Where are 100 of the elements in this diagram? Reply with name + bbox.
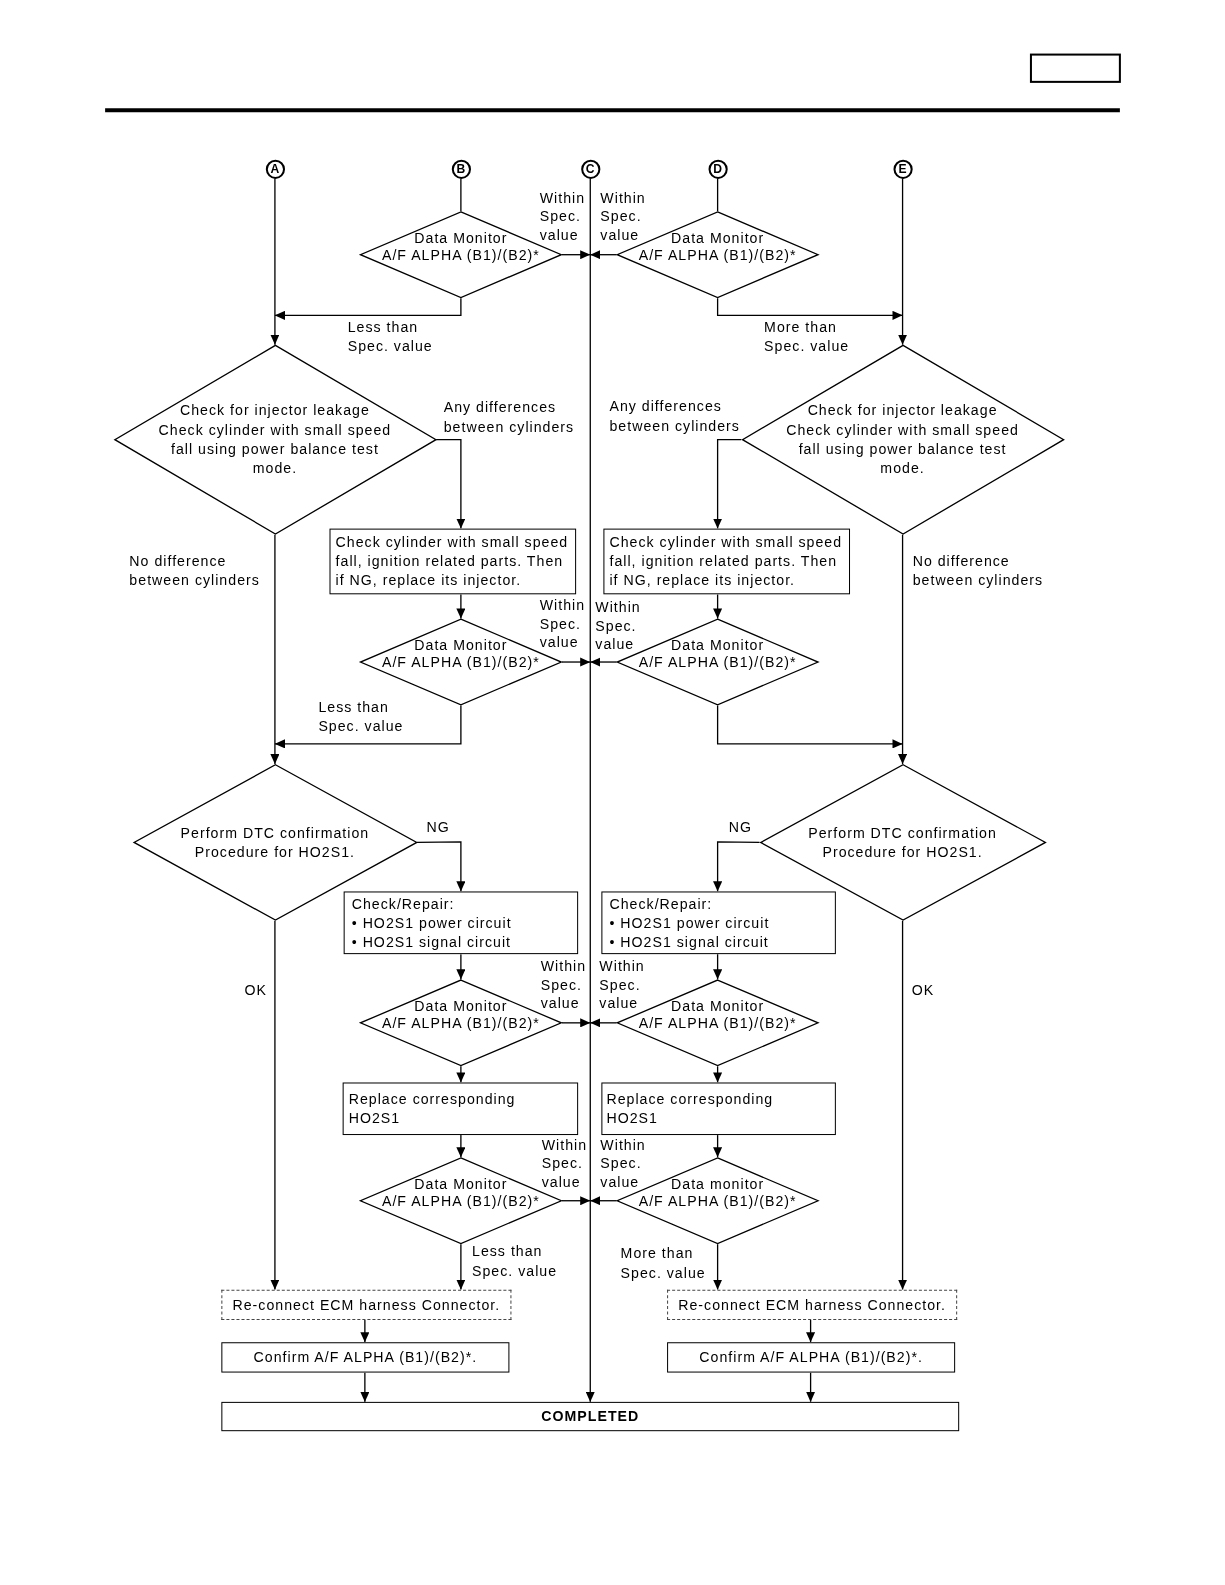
arrow bbox=[561, 657, 591, 667]
arrow bbox=[713, 953, 723, 981]
edge-label: Within Spec. value bbox=[600, 1136, 647, 1191]
step-text: Replace corresponding HO2S1 bbox=[348, 1089, 517, 1128]
page-connector: E bbox=[893, 159, 913, 179]
decision-text: A/F ALPHA (B1)/(B2)* bbox=[381, 653, 540, 672]
end-text: COMPLETED bbox=[540, 1406, 641, 1427]
arrow bbox=[561, 250, 591, 260]
edge-label: Within Spec. value bbox=[539, 189, 587, 244]
decision-text: Data Monitor bbox=[671, 636, 765, 654]
decision-text: Data Monitor bbox=[671, 229, 765, 247]
arrow bbox=[589, 250, 618, 260]
step-text: • HO2S1 signal circuit bbox=[609, 932, 770, 952]
edge-label: Any differences between cylinders bbox=[443, 398, 576, 437]
arrow bbox=[270, 920, 280, 1291]
process-box bbox=[667, 1289, 958, 1320]
step-text: Confirm A/F ALPHA (B1)/(B2)*. bbox=[698, 1347, 924, 1367]
edge-label: Within Spec. value bbox=[541, 1136, 589, 1191]
edge-label: No difference between cylinders bbox=[912, 551, 1045, 591]
arrow bbox=[456, 1243, 466, 1291]
step-text: • HO2S1 power circuit bbox=[351, 913, 513, 933]
process-box bbox=[221, 1342, 510, 1373]
arrow bbox=[713, 593, 723, 620]
arrow bbox=[561, 1196, 591, 1206]
arrow bbox=[589, 1196, 618, 1206]
step-text: Re-connect ECM harness Connector. bbox=[231, 1295, 502, 1315]
connector-line bbox=[460, 177, 462, 212]
arrow bbox=[898, 177, 908, 346]
arrow bbox=[360, 1319, 370, 1343]
page-connector: D bbox=[708, 159, 728, 179]
arrow bbox=[270, 534, 280, 765]
step-text: Confirm A/F ALPHA (B1)/(B2)*. bbox=[252, 1347, 479, 1367]
arrow bbox=[716, 297, 904, 320]
process-box bbox=[221, 1289, 512, 1320]
process-box bbox=[342, 1082, 579, 1136]
arrow bbox=[585, 177, 595, 1403]
decision-text: A/F ALPHA (B1)/(B2)* bbox=[638, 653, 797, 672]
edge-label: OK bbox=[911, 980, 935, 1000]
step-text: Check/Repair: bbox=[351, 894, 456, 914]
decision-text: A/F ALPHA (B1)/(B2)* bbox=[638, 246, 797, 264]
decision-text: A/F ALPHA (B1)/(B2)* bbox=[381, 246, 540, 264]
process-box bbox=[343, 891, 579, 955]
decision-text: Perform DTC confirmation Procedure for HO2S1. bbox=[807, 823, 998, 862]
step-text: Check/Repair: bbox=[609, 894, 714, 914]
arrow bbox=[716, 704, 904, 749]
arrow bbox=[274, 704, 462, 749]
decision-text: Data Monitor bbox=[671, 997, 765, 1015]
arrow bbox=[274, 297, 462, 320]
end-box bbox=[221, 1401, 960, 1432]
arrow bbox=[360, 1371, 370, 1403]
step-text: Check cylinder with small speed fall, ignition related parts. Then if NG, replace its injector. bbox=[609, 532, 844, 591]
edge-label: Within Spec. value bbox=[539, 596, 587, 651]
edge-label: Within Spec. value bbox=[599, 957, 646, 1012]
decision-text: Data Monitor bbox=[414, 636, 508, 654]
edge-label: Less than Spec. value bbox=[472, 1242, 559, 1281]
decision-text: Data Monitor bbox=[414, 229, 508, 247]
arrow bbox=[270, 177, 280, 346]
arrow bbox=[456, 1134, 466, 1158]
arrow bbox=[713, 841, 761, 893]
edge-label: More than Spec. value bbox=[620, 1244, 707, 1283]
arrow bbox=[589, 657, 618, 667]
edge-label: Any differences between cylinders bbox=[609, 397, 741, 436]
arrow bbox=[898, 920, 908, 1291]
connector-line bbox=[716, 177, 719, 212]
decision-text: Perform DTC confirmation Procedure for HO2S1. bbox=[179, 823, 371, 862]
decision-text: Data Monitor bbox=[414, 997, 508, 1015]
decision-text: Data Monitor bbox=[414, 1175, 508, 1193]
decision-text: A/F ALPHA (B1)/(B2)* bbox=[638, 1192, 797, 1210]
arrow bbox=[561, 1018, 591, 1028]
arrow bbox=[589, 1018, 618, 1028]
edge-label: Within Spec. value bbox=[540, 957, 588, 1012]
page-connector: A bbox=[265, 159, 285, 179]
arrow bbox=[806, 1371, 816, 1403]
page-connector: C bbox=[580, 159, 600, 179]
edge-label: Less than Spec. value bbox=[347, 317, 434, 356]
step-text: • HO2S1 signal circuit bbox=[351, 932, 513, 952]
step-text: Check cylinder with small speed fall, ignition related parts. Then if NG, replace its injector. bbox=[335, 532, 570, 591]
arrow bbox=[713, 439, 743, 530]
process-box bbox=[329, 528, 577, 595]
page-connector: B bbox=[451, 159, 471, 179]
arrow bbox=[456, 1065, 466, 1084]
process-box bbox=[601, 1082, 836, 1136]
step-text: Re-connect ECM harness Connector. bbox=[677, 1295, 947, 1315]
decision-text: Check cylinder with small speed fall using power balance test mode. bbox=[785, 420, 1020, 479]
step-text: Replace corresponding HO2S1 bbox=[606, 1089, 775, 1128]
arrow bbox=[713, 1065, 723, 1084]
arrow bbox=[416, 841, 466, 893]
arrow bbox=[713, 1134, 723, 1158]
step-text: • HO2S1 power circuit bbox=[609, 913, 771, 933]
decision-text: Check for injector leakage bbox=[807, 401, 998, 421]
arrow bbox=[456, 953, 466, 981]
arrow bbox=[806, 1319, 816, 1343]
arrow bbox=[435, 439, 466, 530]
decision-text: A/F ALPHA (B1)/(B2)* bbox=[381, 1192, 540, 1210]
decision-text: Data monitor bbox=[671, 1175, 765, 1193]
edge-label: Within Spec. value bbox=[595, 598, 642, 653]
process-box bbox=[667, 1342, 956, 1373]
process-box bbox=[603, 528, 850, 595]
edge-label: More than Spec. value bbox=[764, 317, 851, 356]
decision-text: A/F ALPHA (B1)/(B2)* bbox=[638, 1014, 797, 1032]
